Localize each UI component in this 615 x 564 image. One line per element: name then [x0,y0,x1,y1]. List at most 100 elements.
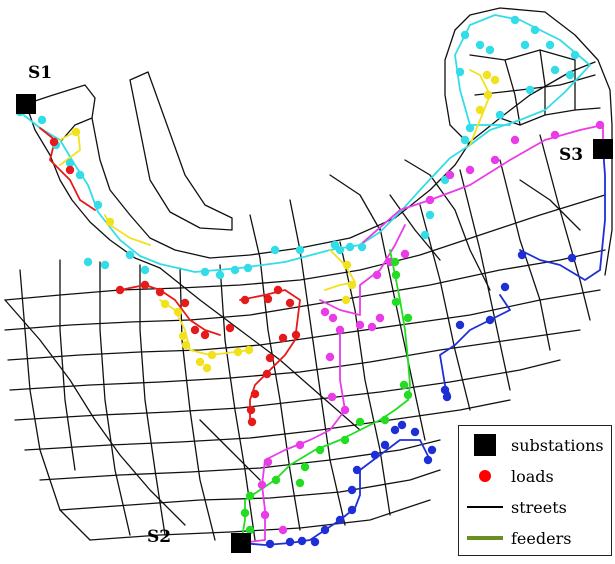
load-red-9-3 [285,298,295,308]
load-magenta-10-2 [335,325,345,335]
load-blue-17-9 [370,450,380,460]
load-red-8-3 [180,298,190,308]
substation-s1 [16,94,36,114]
load-yellow-4-0 [160,299,170,309]
load-blue-17-15 [427,445,437,455]
substation-s3 [593,139,613,159]
legend-row-substations: substations [459,434,604,456]
load-yellow-4-1 [173,307,183,317]
load-yellow-4-2 [178,331,188,341]
load-red-9-2 [273,285,283,295]
load-cyan-1-4 [530,25,540,35]
load-red-7-1 [65,165,75,175]
load-cyan-0-15 [295,245,305,255]
load-green-13-5 [403,390,413,400]
load-blue-17-8 [352,465,362,475]
load-red-8-0 [115,285,125,295]
load-red-9-8 [250,389,260,399]
load-cyan-0-21 [425,210,435,220]
load-cyan-0-18 [345,242,355,252]
load-cyan-1-6 [550,65,560,75]
feeder-yellow-5 [324,249,356,291]
load-cyan-1-1 [475,40,485,50]
load-magenta-12-4 [263,457,273,467]
substation-symbol-icon [474,434,496,456]
load-green-14-6 [271,475,281,485]
load-yellow-6-1 [483,90,493,100]
load-cyan-1-13 [485,45,495,55]
feeder-yellow-2 [59,129,81,166]
load-magenta-11-6 [595,120,605,130]
load-cyan-1-8 [565,70,575,80]
load-green-14-2 [340,435,350,445]
load-yellow-4-8 [244,345,254,355]
feeder-magenta-10 [319,224,406,316]
load-cyan-0-1 [37,115,47,125]
load-yellow-5-1 [347,280,357,290]
load-cyan-1-12 [460,135,470,145]
load-cyan-0-19 [357,242,367,252]
load-cyan-0-8 [125,250,135,260]
load-red-9-9 [246,405,256,415]
load-yellow-4-4 [195,357,205,367]
load-dot-icon [479,470,491,482]
feeder-blue-16 [439,294,511,396]
feeder-red-7 [39,127,96,211]
load-red-9-7 [262,369,272,379]
load-blue-17-3 [310,537,320,547]
load-cyan-0-14 [270,245,280,255]
substation-s2 [231,533,251,553]
load-yellow-2-0 [71,127,81,137]
load-red-7-0 [49,137,59,147]
load-green-14-4 [300,462,310,472]
legend-row-feeders: feeders [459,527,571,549]
load-red-9-4 [291,330,301,340]
load-yellow-4-5 [202,363,212,373]
load-cyan-1-2 [510,15,520,25]
load-cyan-0-3 [65,158,75,168]
substation-label-s1: S1 [28,63,52,83]
legend-label-substations: substations [511,435,604,455]
load-blue-17-2 [297,536,307,546]
load-cyan-0-9 [140,265,150,275]
load-magenta-10-4 [367,322,377,332]
load-magenta-11-2 [465,165,475,175]
load-green-14-7 [245,491,255,501]
load-magenta-12-2 [340,405,350,415]
load-green-14-9 [245,525,255,535]
streets-layer [4,7,613,541]
load-blue-16-3 [440,385,450,395]
feeder-red-8 [119,284,221,336]
load-red-8-5 [200,330,210,340]
load-blue-17-6 [347,505,357,515]
load-magenta-10-8 [400,249,410,259]
load-yellow-6-3 [490,75,500,85]
load-blue-16-2 [455,320,465,330]
load-magenta-10-5 [375,313,385,323]
load-cyan-1-5 [545,40,555,50]
load-cyan-0-17 [335,245,345,255]
load-green-13-3 [403,313,413,323]
feeder-magenta-12 [240,329,346,544]
load-magenta-12-0 [325,352,335,362]
legend-label-streets: streets [511,497,567,517]
load-yellow-5-2 [341,295,351,305]
feeder-cyan-0 [19,103,471,273]
load-blue-17-14 [423,455,433,465]
load-yellow-3-0 [105,217,115,227]
load-cyan-1-10 [495,110,505,120]
load-magenta-10-1 [328,313,338,323]
load-red-9-0 [240,295,250,305]
load-cyan-0-20 [420,230,430,240]
load-yellow-4-7 [233,347,243,357]
load-green-13-1 [391,270,401,280]
load-yellow-6-0 [475,105,485,115]
load-cyan-0-11 [215,270,225,280]
legend-row-loads: loads [459,465,554,487]
load-green-14-1 [355,417,365,427]
load-red-9-1 [263,294,273,304]
load-magenta-11-1 [445,170,455,180]
load-blue-16-4 [442,392,452,402]
load-cyan-0-6 [83,257,93,267]
load-cyan-1-7 [570,50,580,60]
